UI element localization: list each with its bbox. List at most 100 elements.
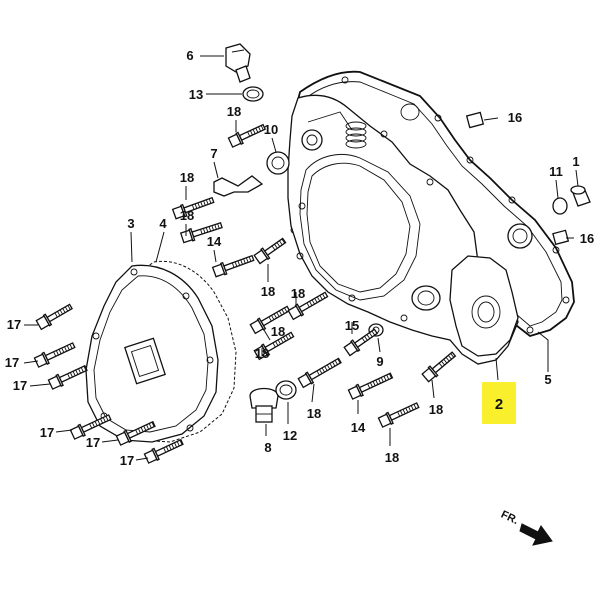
oil-seal-10-inner bbox=[271, 156, 285, 170]
label-part-10: 10 bbox=[264, 122, 278, 137]
dowel-pin-1 bbox=[570, 185, 591, 207]
drain-plug bbox=[249, 387, 279, 423]
clutch-cover-boss bbox=[130, 268, 138, 276]
label-part-14: 14 bbox=[351, 420, 366, 435]
highlight-box bbox=[482, 382, 516, 424]
cover-bolt-boss bbox=[400, 314, 408, 322]
label-part-17: 17 bbox=[86, 435, 100, 450]
label-part-18: 18 bbox=[271, 324, 285, 339]
flange-bolt bbox=[377, 402, 420, 428]
o-ring-11 bbox=[552, 197, 568, 215]
label-part-5: 5 bbox=[544, 372, 551, 387]
gasket-bolt-hole bbox=[434, 114, 442, 122]
part-number-labels: 6 13 18 10 16 7 18 18 3 4 14 18 11 1 16 … bbox=[5, 48, 594, 468]
label-part-9: 9 bbox=[376, 354, 383, 369]
gasket-bolt-hole bbox=[562, 296, 570, 304]
flange-bolt bbox=[171, 196, 215, 220]
label-part-17: 17 bbox=[40, 425, 54, 440]
gasket-bolt-hole bbox=[508, 196, 516, 204]
gasket-bolt-hole bbox=[526, 326, 534, 334]
flange-bolt bbox=[253, 237, 287, 265]
dowel-pin-16a bbox=[465, 111, 485, 129]
cover-recess-rim bbox=[306, 162, 411, 293]
flange-bolt bbox=[249, 305, 291, 335]
flange-bolt bbox=[69, 414, 112, 440]
direction-arrow-icon bbox=[519, 523, 553, 546]
flange-bolt bbox=[287, 291, 329, 321]
gasket-dowel-hole bbox=[400, 103, 420, 121]
label-part-16: 16 bbox=[580, 231, 594, 246]
cover-bolt-boss bbox=[426, 178, 434, 186]
label-part-7: 7 bbox=[210, 146, 217, 161]
bolt-group bbox=[33, 123, 457, 464]
water-pump-boss-inner bbox=[512, 228, 528, 244]
label-part-12: 12 bbox=[283, 428, 297, 443]
o-ring-12-inner bbox=[279, 384, 293, 396]
oil-filler-boss bbox=[301, 129, 323, 151]
flange-bolt bbox=[115, 420, 156, 446]
flange-bolt bbox=[297, 357, 342, 389]
flange-bolt bbox=[253, 331, 295, 361]
label-part-1: 1 bbox=[572, 154, 579, 169]
leader-lines bbox=[23, 55, 579, 461]
flange-bolt bbox=[179, 221, 223, 244]
pump-housing-port-inner bbox=[477, 301, 495, 323]
clutch-cover-flange bbox=[93, 275, 209, 433]
label-part-16: 16 bbox=[508, 110, 522, 125]
label-part-3: 3 bbox=[127, 216, 134, 231]
cover-bolt-boss bbox=[298, 202, 306, 210]
flange-bolt bbox=[347, 372, 394, 400]
label-part-17: 17 bbox=[5, 355, 19, 370]
gasket-bolt-hole bbox=[341, 76, 349, 84]
o-ring-13 bbox=[242, 86, 264, 102]
label-part-17: 17 bbox=[7, 317, 21, 332]
flange-bolt bbox=[421, 351, 457, 383]
flange-bolt bbox=[227, 123, 267, 148]
gasket-bolt-hole bbox=[466, 156, 474, 164]
nameplate-inner bbox=[130, 344, 160, 378]
label-part-18: 18 bbox=[180, 208, 194, 223]
shaft-boss-inner bbox=[417, 290, 435, 306]
pump-housing bbox=[449, 255, 519, 357]
gasket-bolt-hole bbox=[552, 246, 560, 254]
shaft-boss bbox=[411, 285, 441, 311]
label-part-18: 18 bbox=[261, 284, 275, 299]
label-part-18: 18 bbox=[255, 346, 269, 361]
label-part-18: 18 bbox=[180, 170, 194, 185]
clutch-cover-boss bbox=[206, 356, 214, 364]
cover-bolt-boss bbox=[380, 130, 388, 138]
o-ring-12 bbox=[275, 380, 297, 400]
label-part-18: 18 bbox=[291, 286, 305, 301]
label-part-4: 4 bbox=[159, 216, 167, 231]
pump-housing-port bbox=[471, 295, 501, 329]
flange-bolt bbox=[33, 342, 76, 368]
cover-bolt-boss bbox=[348, 294, 356, 302]
label-part-18: 18 bbox=[227, 104, 241, 119]
label-part-18: 18 bbox=[429, 402, 443, 417]
label-part-14: 14 bbox=[207, 234, 222, 249]
label-part-6: 6 bbox=[186, 48, 193, 63]
flange-bolt bbox=[47, 364, 88, 390]
cable-clip bbox=[213, 175, 264, 197]
label-part-17: 17 bbox=[120, 453, 134, 468]
o-ring-13-inner bbox=[246, 89, 260, 99]
label-part-8: 8 bbox=[264, 440, 271, 455]
flange-bolt bbox=[343, 328, 379, 357]
coil-spring bbox=[345, 121, 367, 149]
cover-bolt-boss bbox=[296, 252, 304, 260]
cover-nameplate bbox=[124, 337, 166, 385]
label-part-17: 17 bbox=[13, 378, 27, 393]
clutch-cover-boss bbox=[92, 332, 100, 340]
flange-bolt bbox=[143, 438, 184, 464]
label-part-11: 11 bbox=[549, 164, 563, 179]
oil-seal-10 bbox=[266, 151, 290, 175]
label-part-13: 13 bbox=[189, 87, 203, 102]
oil-filler-cap bbox=[225, 43, 251, 83]
flange-bolt bbox=[211, 254, 255, 278]
clutch-cover-boss bbox=[182, 292, 190, 300]
clutch-cover-boss bbox=[186, 424, 194, 432]
direction-text: FR. bbox=[499, 509, 520, 527]
oil-filler-hole bbox=[306, 134, 318, 146]
